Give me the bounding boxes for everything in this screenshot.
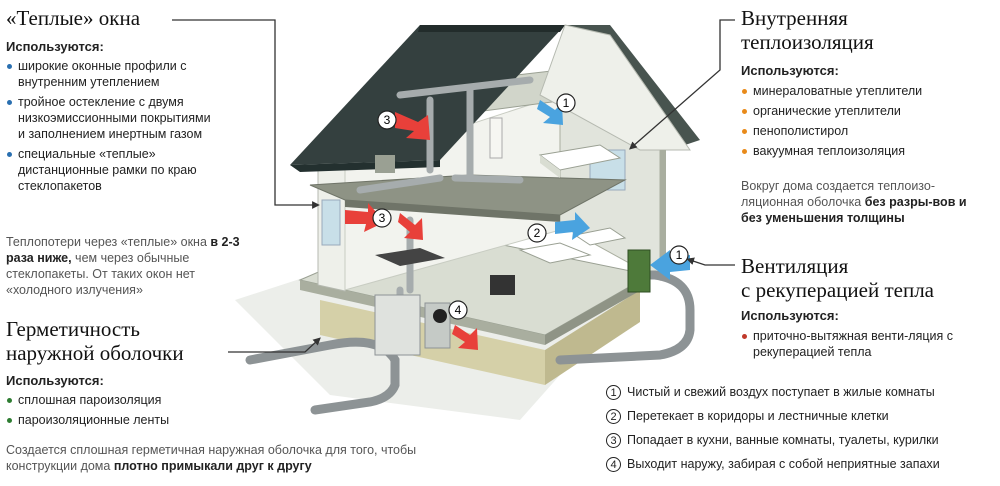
table [518, 242, 592, 264]
recuperator-unit [374, 294, 421, 356]
insulation-note: Вокруг дома создается теплоизо-ляционная… [741, 179, 967, 225]
marker-label: 3 [379, 211, 386, 225]
arrow-blue [537, 100, 563, 125]
insulation-list: минераловатные утеплители органические у… [741, 83, 991, 163]
sofa [573, 227, 627, 246]
recuperator-box [424, 302, 451, 349]
stove [375, 248, 445, 266]
seal-note: Создается сплошная герметичная наружная … [6, 443, 417, 473]
windows-title: «Теплые» окна [6, 6, 141, 30]
marker-3 [377, 110, 397, 130]
door [489, 117, 503, 159]
seal-list: сплошная пароизоляция пароизоляционные л… [6, 392, 266, 432]
arrow-red [395, 112, 430, 140]
ventilation-used-label: Используются: [741, 308, 839, 323]
insulation-title: Внутренняя теплоизоляция [741, 6, 874, 54]
marker-3b [372, 208, 392, 228]
list-item: вакуумная теплоизоляция [741, 143, 991, 159]
first-floor-edge [345, 200, 560, 222]
roof-edge [290, 160, 440, 172]
exhaust-duct [433, 309, 447, 323]
marker-label: 4 [455, 303, 462, 317]
ventilation-title: Вентиляция с рекуперацией тепла [741, 254, 934, 302]
marker-label: 1 [563, 96, 570, 110]
stale-air-arrows [345, 112, 478, 350]
leader-seal [228, 337, 321, 353]
marker-label: 3 [384, 113, 391, 127]
leader-lines [172, 19, 735, 353]
list-item: широкие оконные профили с внутренним уте… [6, 58, 211, 90]
list-item: сплошная пароизоляция [6, 392, 266, 408]
ground-floor-edge [300, 280, 545, 345]
arrow-red [398, 213, 423, 240]
ground-floor-edge-side [545, 275, 650, 345]
windows-used-label: Используются: [6, 39, 104, 54]
list-item: специальные «теплые» дистанционные рамки… [6, 146, 211, 194]
list-item: приточно-вытяжная венти-ляция с рекупера… [741, 328, 981, 360]
air-intake-unit [627, 249, 651, 293]
window [321, 199, 341, 246]
list-item: пенополистирол [741, 123, 991, 139]
arrow-red [345, 203, 385, 232]
markers: 1 2 3 3 4 1 [372, 93, 689, 320]
washing-machine [375, 155, 395, 173]
leader-windows [172, 19, 320, 209]
windows-list: широкие оконные профили с внутренним уте… [6, 58, 211, 198]
marker-2 [527, 223, 547, 243]
windows-note: Теплопотери через «теплые» окна в 2-3 ра… [6, 235, 240, 297]
seal-used-label: Используются: [6, 373, 104, 388]
step-number-badge: 1 [606, 384, 621, 400]
ventilation-list: приточно-вытяжная венти-ляция с рекупера… [741, 328, 981, 364]
arrow-red [452, 325, 478, 350]
step-number-badge: 3 [606, 432, 621, 448]
drainpipe [660, 150, 666, 260]
marker-1 [556, 93, 576, 113]
list-item: минераловатные утеплители [741, 83, 991, 99]
tv [490, 275, 515, 295]
list-item: пароизоляционные ленты [6, 412, 266, 428]
insulation-used-label: Используются: [741, 63, 839, 78]
roof-ridge [418, 25, 565, 32]
leader-ventilation [686, 257, 735, 266]
step-number-badge: 2 [606, 408, 621, 424]
step-number-badge: 4 [606, 456, 621, 472]
arrow-blue [555, 212, 590, 240]
marker-label: 1 [676, 248, 683, 262]
leader-insulation [629, 19, 735, 150]
marker-1b [669, 245, 689, 265]
marker-4 [448, 300, 468, 320]
list-item: органические утеплители [741, 103, 991, 119]
marker-label: 2 [534, 226, 541, 240]
seal-title: Герметичность наружной оболочки [6, 317, 184, 365]
list-item: тройное остекление с двумя низкоэмиссион… [6, 94, 211, 142]
bed-side [540, 155, 560, 178]
